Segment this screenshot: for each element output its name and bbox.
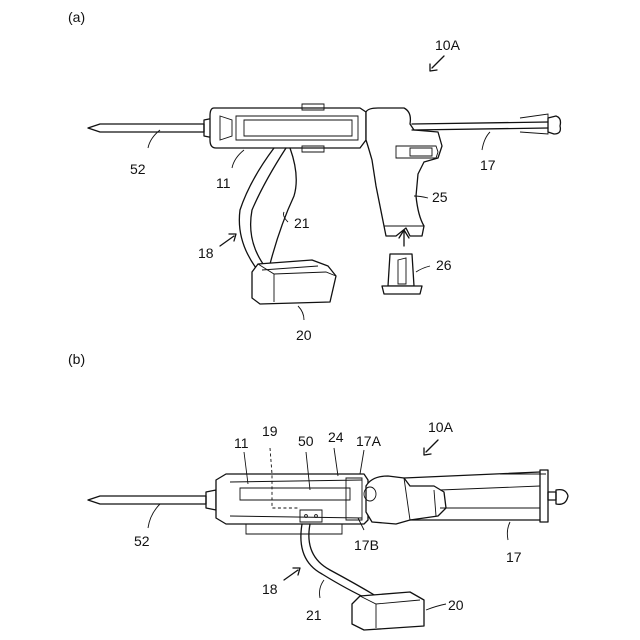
cable-21-a — [239, 148, 296, 268]
leader-52-b — [148, 504, 160, 528]
label-52-a: 52 — [130, 161, 146, 177]
label-20-a: 20 — [296, 327, 312, 343]
cylinder-11-b — [216, 474, 368, 534]
plug-26-a — [382, 230, 422, 294]
leader-21-b — [320, 580, 325, 598]
label-52-b: 52 — [134, 533, 150, 549]
gun-body-a — [366, 108, 442, 236]
label-24-b: 24 — [328, 429, 344, 445]
leader-17-a — [482, 132, 490, 150]
arrow-18-a — [220, 236, 234, 246]
label-17A-b: 17A — [356, 433, 382, 449]
leader-17-b — [507, 522, 510, 540]
leader-17A-b — [360, 450, 364, 474]
label-50-b: 50 — [298, 433, 314, 449]
rod-17-a — [412, 114, 561, 134]
label-18-b: 18 — [262, 581, 278, 597]
leader-26-a — [416, 266, 430, 272]
label-11-a: 11 — [216, 175, 231, 191]
nozzle-b — [88, 490, 216, 510]
label-21-b: 21 — [306, 607, 322, 623]
label-17B-b: 17B — [354, 537, 379, 553]
label-17-b: 17 — [506, 549, 522, 565]
panel-a-tag: (a) — [68, 9, 85, 25]
arrow-10A-b — [426, 440, 438, 452]
panel-b-tag: (b) — [68, 351, 85, 367]
leader-20-a — [298, 306, 304, 320]
label-17-a: 17 — [480, 157, 496, 173]
label-25-a: 25 — [432, 189, 448, 205]
leader-24-b — [334, 448, 338, 476]
panel-a: (a) 10A — [68, 9, 561, 343]
label-20-b: 20 — [448, 597, 464, 613]
label-21-a: 21 — [294, 215, 310, 231]
leader-20-b — [426, 604, 446, 610]
label-10A-a: 10A — [435, 37, 461, 53]
label-10A-b: 10A — [428, 419, 454, 435]
nozzle-a — [88, 118, 214, 138]
leader-52-a — [148, 130, 160, 148]
arrow-10A-a — [432, 56, 444, 68]
cylinder-11-a — [210, 104, 366, 152]
battery-20-b — [352, 592, 424, 630]
gun-body-b — [364, 476, 446, 524]
arrow-head-10A-a — [430, 64, 437, 71]
battery-20-a — [252, 260, 336, 304]
label-26-a: 26 — [436, 257, 452, 273]
label-19-b: 19 — [262, 423, 278, 439]
cable-21-b — [301, 524, 376, 600]
arrow-18-b — [284, 570, 298, 580]
panel-b: (b) 10A — [68, 351, 568, 630]
label-18-a: 18 — [198, 245, 214, 261]
label-11-b: 11 — [234, 435, 249, 451]
leader-11-a — [232, 150, 244, 168]
